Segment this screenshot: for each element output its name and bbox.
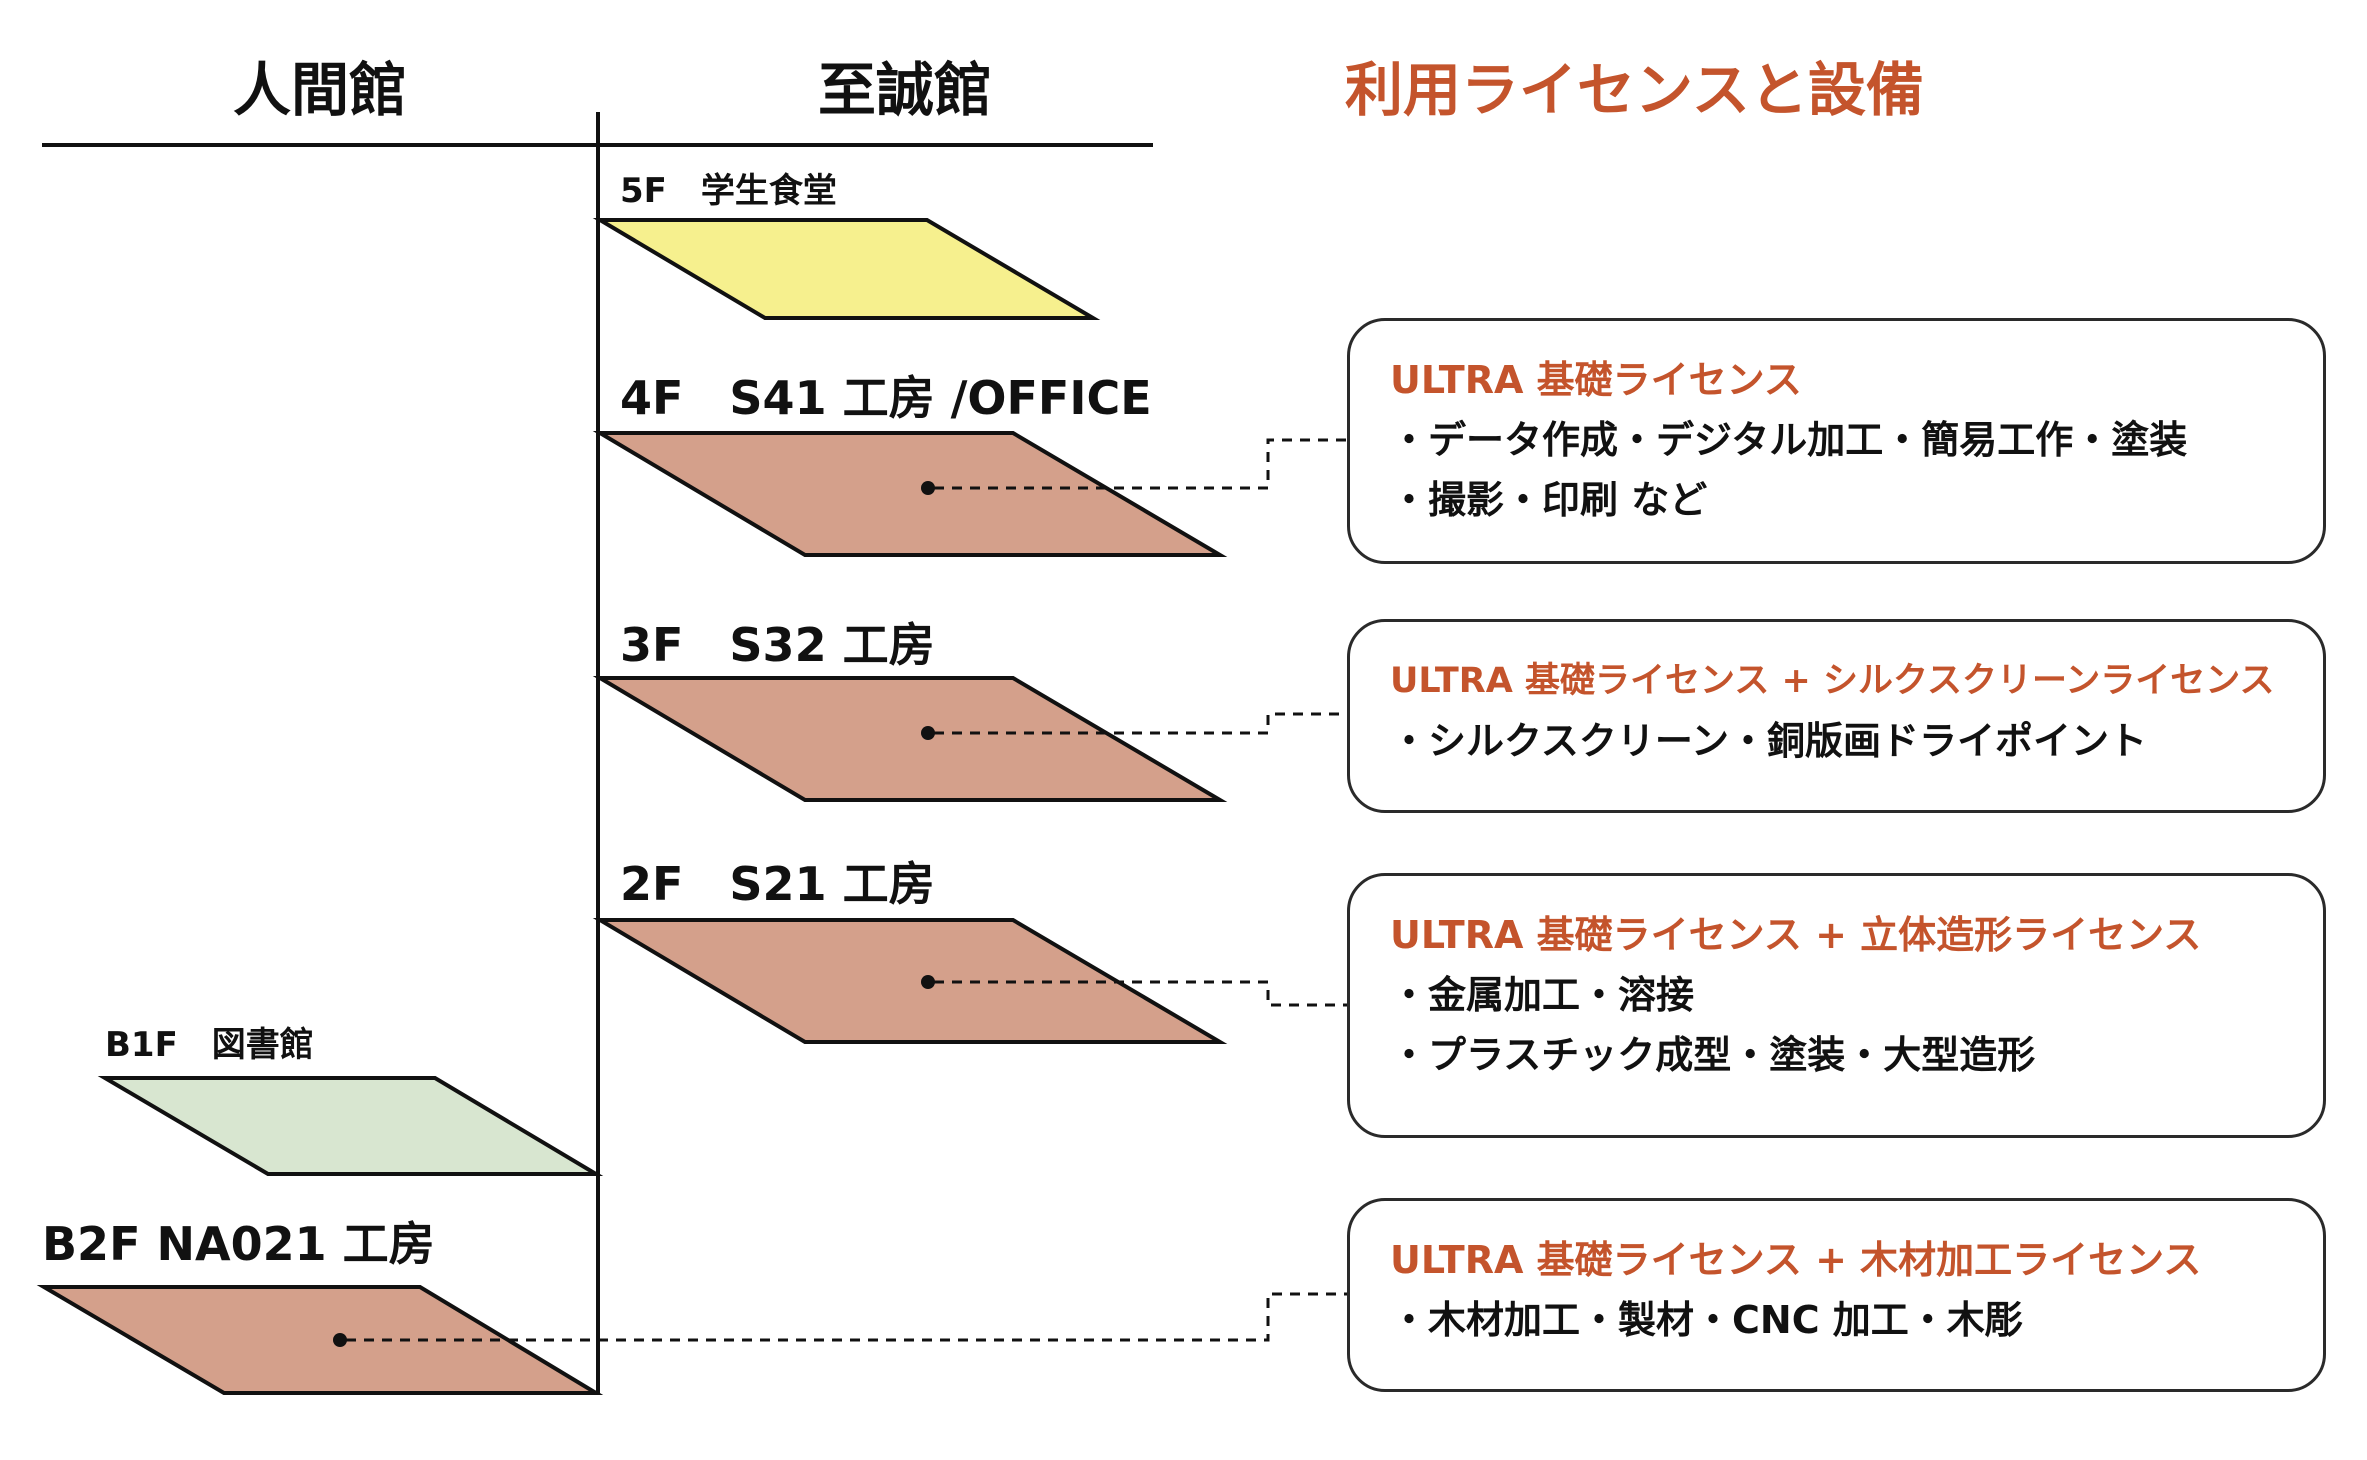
connector-2f: [921, 975, 1347, 1007]
license-card-title: ULTRA 基礎ライセンス + 立体造形ライセンス: [1390, 913, 2202, 957]
header-left-building: 人間館: [233, 56, 407, 124]
floor-label-3f: 3F S32 工房: [620, 618, 935, 672]
floor-plate-b2f: [36, 1285, 604, 1395]
floor-label-b2f: B2F NA021 工房: [42, 1217, 435, 1271]
floor-label-5f: 5F 学生食堂: [620, 171, 837, 211]
floor-label-4f: 4F S41 工房 /OFFICE: [620, 371, 1152, 425]
connector-4f: [921, 438, 1347, 495]
license-card-line: ・撮影・印刷 など: [1390, 478, 1708, 522]
floor-plate-4f: [592, 431, 1228, 557]
license-card-title: ULTRA 基礎ライセンス: [1390, 358, 1802, 402]
license-card-line: ・データ作成・デジタル加工・簡易工作・塗装: [1390, 418, 2188, 462]
license-card-title: ULTRA 基礎ライセンス + シルクスクリーンライセンス: [1390, 661, 2275, 701]
floor-plate-b1f: [97, 1076, 604, 1176]
connector-b2f: [333, 1292, 1347, 1347]
license-card-3f: ULTRA 基礎ライセンス + シルクスクリーンライセンス ・シルクスクリーン・…: [1347, 619, 2326, 813]
floor-plate-2f: [592, 918, 1228, 1044]
license-card-line: ・金属加工・溶接: [1390, 973, 1695, 1017]
connector-3f: [921, 712, 1347, 740]
license-card-title: ULTRA 基礎ライセンス + 木材加工ライセンス: [1390, 1238, 2202, 1282]
floor-plate-5f: [592, 218, 1101, 320]
license-card-line: ・プラスチック成型・塗装・大型造形: [1390, 1033, 2036, 1077]
license-card-line: ・木材加工・製材・CNC 加工・木彫: [1390, 1298, 2023, 1342]
license-card-4f: ULTRA 基礎ライセンス ・データ作成・デジタル加工・簡易工作・塗装 ・撮影・…: [1347, 318, 2326, 564]
header-right-building: 至誠館: [818, 56, 992, 124]
license-card-b2f: ULTRA 基礎ライセンス + 木材加工ライセンス ・木材加工・製材・CNC 加…: [1347, 1198, 2326, 1392]
floor-label-2f: 2F S21 工房: [620, 857, 935, 911]
floor-plate-3f: [592, 676, 1228, 802]
license-card-2f: ULTRA 基礎ライセンス + 立体造形ライセンス ・金属加工・溶接 ・プラスチ…: [1347, 873, 2326, 1138]
license-card-line: ・シルクスクリーン・銅版画ドライポイント: [1390, 719, 2147, 763]
header-licenses: 利用ライセンスと設備: [1345, 56, 1924, 124]
floor-label-b1f: B1F 図書館: [105, 1025, 314, 1065]
